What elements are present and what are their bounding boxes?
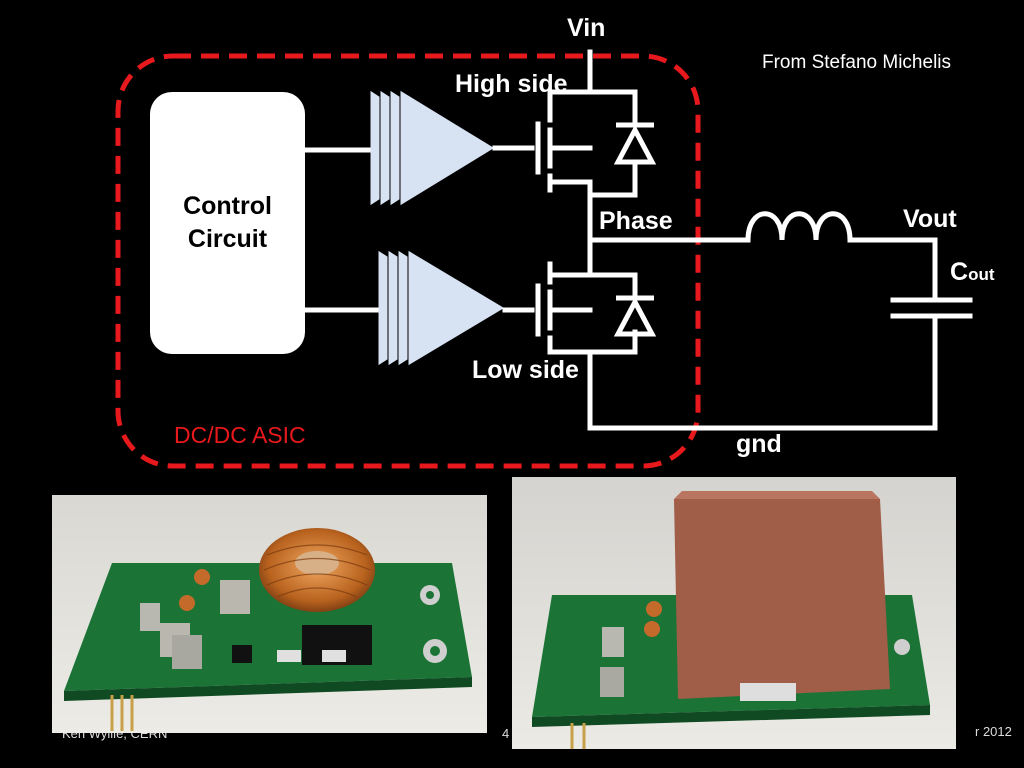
credit-text: From Stefano Michelis xyxy=(762,52,952,73)
low-side-diode xyxy=(613,296,657,337)
high-side-diode xyxy=(613,124,657,165)
asic-label: DC/DC ASIC xyxy=(174,422,306,448)
vin-label: Vin xyxy=(567,14,606,42)
body-diodes xyxy=(613,122,657,337)
phase-label: Phase xyxy=(599,207,673,235)
footer-date: r 2012 xyxy=(975,724,1012,739)
high-side-label: High side xyxy=(455,70,568,98)
high-side-driver xyxy=(369,89,496,207)
low-side-label: Low side xyxy=(472,356,579,384)
cout-label: Cout xyxy=(950,258,995,287)
photo-board-shield xyxy=(512,477,956,749)
toroid-board-image xyxy=(52,495,487,733)
low-side-driver xyxy=(377,249,506,367)
cout-subscript: out xyxy=(968,265,995,284)
shield-board-image xyxy=(512,477,956,749)
control-circuit-label: Control Circuit xyxy=(183,192,272,253)
cout-main: C xyxy=(950,258,969,286)
control-circuit-block: Control Circuit xyxy=(150,92,305,354)
footer-page-number: 4 xyxy=(502,726,510,741)
asic-boundary xyxy=(115,53,701,469)
photo-board-toroid xyxy=(52,495,487,733)
wires xyxy=(304,49,973,431)
gnd-label: gnd xyxy=(736,430,782,458)
vout-label: Vout xyxy=(903,205,957,233)
